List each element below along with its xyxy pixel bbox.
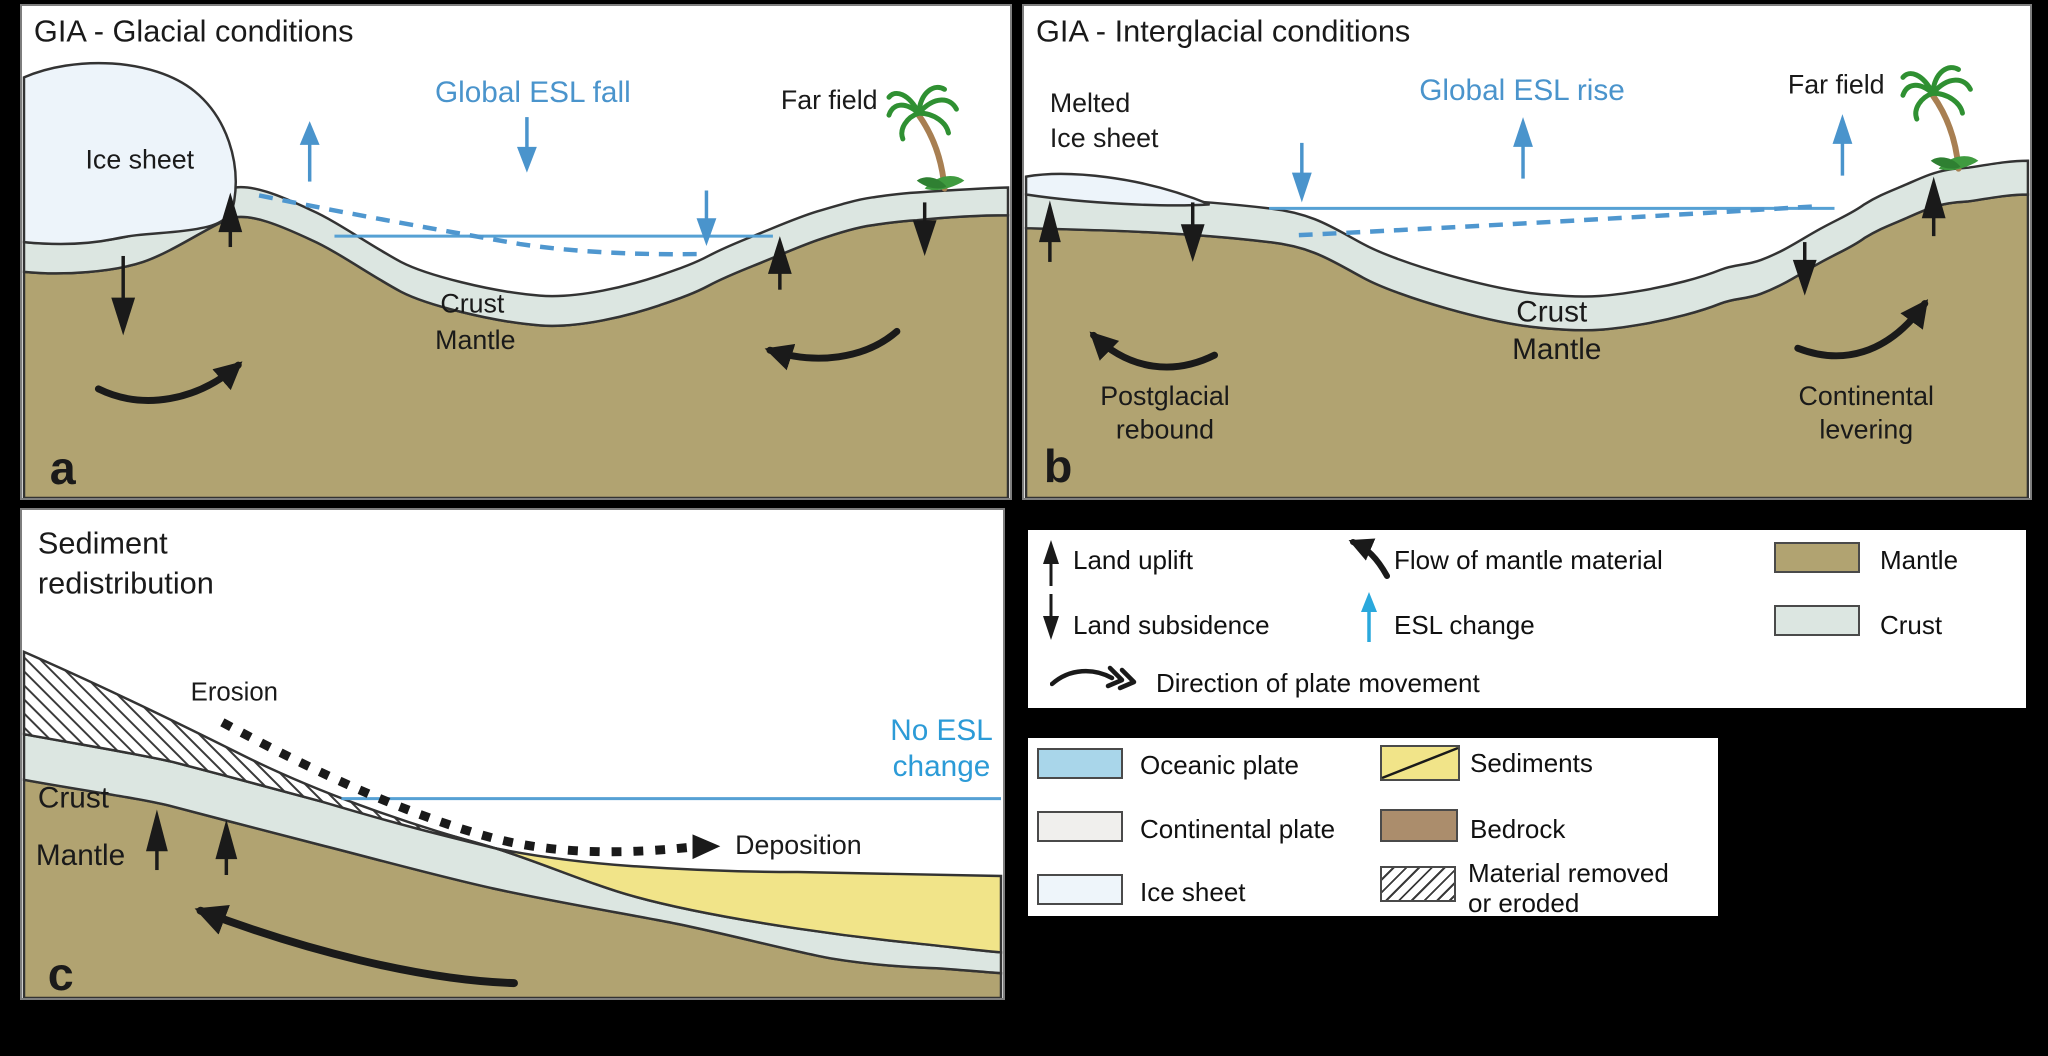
crust-swatch <box>1774 605 1860 636</box>
esl-up-arrow-far-field <box>1832 114 1853 176</box>
sediments-swatch <box>1380 745 1460 781</box>
material-removed-swatch <box>1380 866 1456 902</box>
uplift-arrow-left <box>1038 200 1061 262</box>
uplift-arrow-far-field <box>1921 176 1946 237</box>
crust-label: Crust <box>440 289 505 319</box>
mantle-flow-arrow-right <box>1794 299 1929 360</box>
plate-movement-icon <box>1050 665 1137 691</box>
melted-ice-label-line2: Ice sheet <box>1050 123 1159 153</box>
crust-swatch-label: Crust <box>1880 610 1943 640</box>
mantle-flow-arrow <box>194 904 518 988</box>
uplift-arrow-2 <box>215 819 238 876</box>
uplift-arrow-basin-edge <box>767 236 792 290</box>
interglacial-cross-section: GIA - Interglacial conditions Melted Ice… <box>1024 14 2030 498</box>
panel-sediment-redistribution: Sediment redistribution Erosion Depositi… <box>20 508 1005 1000</box>
plate-movement-label: Direction of plate movement <box>1156 668 1480 698</box>
sediments-wedge <box>494 847 1003 954</box>
panel-interglacial-conditions: GIA - Interglacial conditions Melted Ice… <box>1022 4 2032 500</box>
subsidence-arrow-forebulge <box>1180 202 1205 262</box>
sea-level-dashed <box>1298 204 1815 238</box>
legend-materials: Oceanic plate Continental plate Ice shee… <box>1028 738 1718 918</box>
subsidence-arrow-far-field <box>912 202 937 256</box>
panel-b-title: GIA - Interglacial conditions <box>1036 14 1410 49</box>
crust-label: Crust <box>38 782 110 815</box>
esl-up-arrow <box>299 121 320 182</box>
global-esl-fall-label: Global ESL fall <box>435 76 631 109</box>
far-field-label: Far field <box>1788 69 1885 99</box>
global-esl-rise-label: Global ESL rise <box>1419 74 1625 107</box>
panel-a-title: GIA - Glacial conditions <box>34 14 354 49</box>
melted-ice-sheet-shape <box>1024 172 1211 207</box>
mantle-label: Mantle <box>1512 333 1601 366</box>
subsidence-arrow-basin-edge <box>1792 242 1817 296</box>
no-esl-change-label-line2: change <box>893 750 991 783</box>
land-uplift-icon <box>1043 540 1059 586</box>
mantle-flow-arrow-left <box>1089 331 1219 371</box>
land-uplift-label: Land uplift <box>1073 545 1193 575</box>
mantle-layer <box>22 214 1010 498</box>
uplift-arrow-1 <box>146 809 168 871</box>
ice-sheet-swatch-label: Ice sheet <box>1140 877 1246 907</box>
eroded-material-wedge <box>22 649 496 850</box>
land-subsidence-label: Land subsidence <box>1073 610 1270 640</box>
crust-layer <box>22 185 1010 328</box>
continental-plate-swatch <box>1037 811 1123 842</box>
panel-c-letter: c <box>48 948 74 998</box>
flow-of-mantle-icon <box>1348 538 1390 579</box>
panel-glacial-conditions: GIA - Glacial conditions Ice sheet Globa… <box>20 4 1012 500</box>
esl-fall-arrow <box>516 117 537 173</box>
crust-label: Crust <box>1516 295 1588 328</box>
sediments-label: Sediments <box>1470 748 1593 778</box>
sea-level-down-arrow <box>696 190 717 247</box>
postglacial-rebound-label-line1: Postglacial <box>1100 381 1229 411</box>
far-field-label: Far field <box>781 85 878 115</box>
postglacial-rebound-label-line2: rebound <box>1116 414 1214 444</box>
panel-c-title-line2: redistribution <box>38 565 214 600</box>
ice-sheet-label: Ice sheet <box>86 145 195 175</box>
panel-b-letter: b <box>1044 440 1072 492</box>
sea-level-dashed <box>258 193 702 257</box>
mantle-label: Mantle <box>435 325 515 355</box>
continental-levering-label-line1: Continental <box>1799 381 1934 411</box>
uplift-arrow-forebulge <box>218 192 243 248</box>
mantle-label: Mantle <box>36 839 125 872</box>
mantle-swatch <box>1774 542 1860 573</box>
legend-symbols: Land uplift Flow of mantle material Mant… <box>1028 530 2026 708</box>
oceanic-plate-label: Oceanic plate <box>1140 750 1299 780</box>
flow-of-mantle-label: Flow of mantle material <box>1394 545 1663 575</box>
crust-layer <box>1024 159 2030 332</box>
sea-level-down-arrow <box>1291 142 1312 203</box>
erosion-transport-dotted-arrow <box>220 718 692 857</box>
material-removed-label-line1: Material removed <box>1468 858 1669 888</box>
erosion-label: Erosion <box>191 678 278 706</box>
esl-change-label: ESL change <box>1394 610 1535 640</box>
palm-tree-icon <box>886 84 965 192</box>
bedrock-label: Bedrock <box>1470 814 1566 844</box>
no-esl-change-label-line1: No ESL <box>890 714 993 747</box>
panel-a-letter: a <box>50 442 77 494</box>
ice-sheet-swatch <box>1037 874 1123 905</box>
glacial-cross-section: GIA - Glacial conditions Ice sheet Globa… <box>22 14 1010 498</box>
esl-change-icon <box>1361 592 1377 642</box>
subsidence-arrow-under-ice <box>111 255 136 336</box>
sediment-cross-section: Sediment redistribution Erosion Depositi… <box>22 526 1003 998</box>
mantle-flow-arrow-left <box>94 361 243 404</box>
oceanic-plate-swatch <box>1037 748 1123 779</box>
continental-plate-label: Continental plate <box>1140 814 1336 844</box>
mantle-swatch-label: Mantle <box>1880 545 1959 575</box>
panel-c-title-line1: Sediment <box>38 526 168 561</box>
land-subsidence-icon <box>1043 594 1059 640</box>
palm-tree-icon <box>1900 65 1979 172</box>
mantle-flow-arrow-right <box>764 327 901 371</box>
material-removed-label-line2: or eroded <box>1468 888 1580 918</box>
deposition-label: Deposition <box>735 830 861 860</box>
bedrock-swatch <box>1380 809 1458 842</box>
esl-rise-arrow <box>1513 117 1533 179</box>
continental-levering-label-line2: levering <box>1819 414 1913 444</box>
deposition-arrowhead <box>692 834 721 860</box>
melted-ice-label-line1: Melted <box>1050 88 1130 118</box>
